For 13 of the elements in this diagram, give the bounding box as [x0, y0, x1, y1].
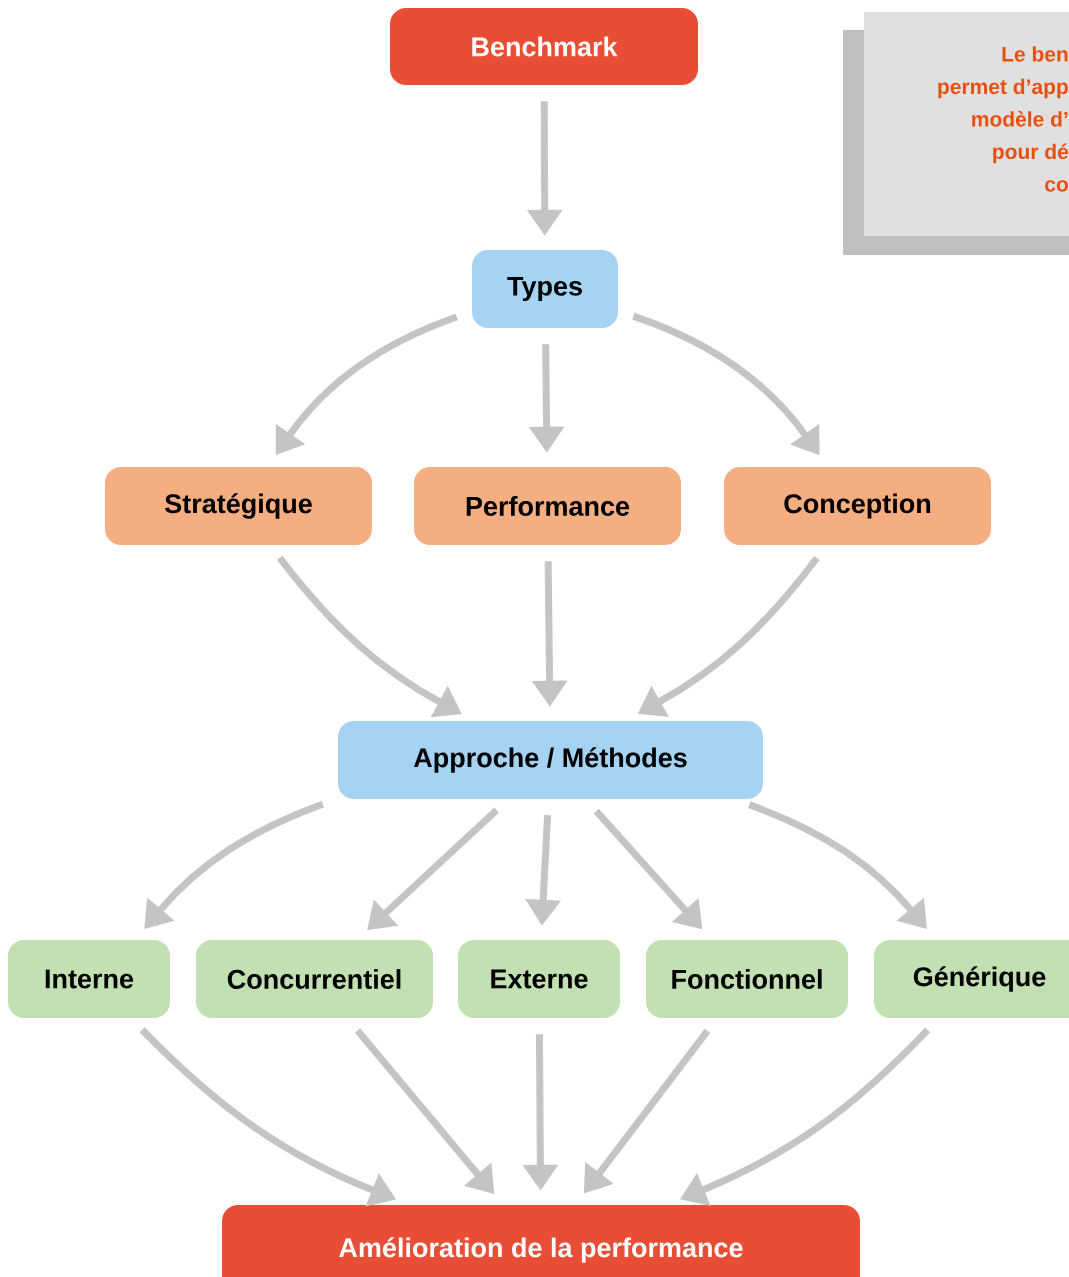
- type-box: Conception: [724, 467, 991, 545]
- method-box: Concurrentiel: [196, 940, 433, 1018]
- method-box: Externe: [458, 940, 620, 1018]
- category-box: Approche / Méthodes: [338, 721, 763, 799]
- result-box: Amélioration de la performance: [222, 1205, 860, 1277]
- title-box: Benchmark: [390, 8, 698, 85]
- method-box: Générique: [874, 940, 1069, 1018]
- note-box: Le ben permet d’app modèle d’ pour dé co: [843, 12, 1069, 255]
- category-box: Types: [472, 250, 618, 328]
- type-box: Stratégique: [105, 467, 372, 545]
- method-box: Interne: [8, 940, 170, 1018]
- type-box: Performance: [414, 467, 681, 545]
- method-box: Fonctionnel: [646, 940, 848, 1018]
